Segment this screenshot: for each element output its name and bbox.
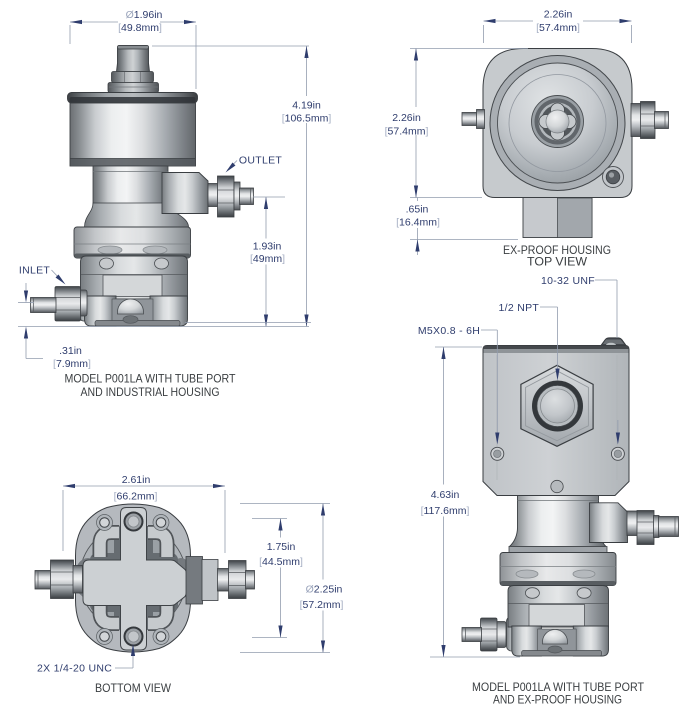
svg-text:4.19in: 4.19in bbox=[292, 100, 321, 112]
svg-text:[106.5mm]: [106.5mm] bbox=[282, 113, 332, 125]
svg-text:[49.8mm]: [49.8mm] bbox=[118, 22, 162, 34]
svg-text:10-32 UNF: 10-32 UNF bbox=[541, 275, 595, 287]
svg-text:[7.9mm]: [7.9mm] bbox=[53, 358, 91, 370]
svg-text:MODEL P001LA WITH TUBE PORT: MODEL P001LA WITH TUBE PORT bbox=[472, 680, 645, 694]
svg-text:2.26in: 2.26in bbox=[544, 9, 573, 21]
svg-text:Ø1.96in: Ø1.96in bbox=[126, 9, 163, 21]
svg-text:MODEL P001LA WITH TUBE PORT: MODEL P001LA WITH TUBE PORT bbox=[65, 372, 237, 386]
svg-text:AND INDUSTRIAL HOUSING: AND INDUSTRIAL HOUSING bbox=[81, 385, 220, 399]
svg-text:[57.4mm]: [57.4mm] bbox=[385, 126, 429, 138]
svg-text:2.61in: 2.61in bbox=[122, 474, 151, 486]
svg-text:[44.5mm]: [44.5mm] bbox=[259, 556, 303, 568]
svg-text:2.26in: 2.26in bbox=[392, 112, 421, 124]
svg-text:INLET: INLET bbox=[19, 265, 51, 277]
svg-text:OUTLET: OUTLET bbox=[239, 155, 283, 167]
svg-text:[49mm]: [49mm] bbox=[250, 253, 285, 265]
svg-text:BOTTOM VIEW: BOTTOM VIEW bbox=[95, 681, 172, 695]
svg-text:1.93in: 1.93in bbox=[253, 241, 282, 253]
svg-text:EX-PROOF HOUSING: EX-PROOF HOUSING bbox=[503, 243, 611, 257]
svg-text:1/2 NPT: 1/2 NPT bbox=[498, 302, 539, 314]
svg-text:AND EX-PROOF HOUSING: AND EX-PROOF HOUSING bbox=[493, 693, 622, 707]
svg-text:M5X0.8 - 6H: M5X0.8 - 6H bbox=[418, 325, 480, 337]
svg-text:[57.4mm]: [57.4mm] bbox=[536, 22, 580, 34]
svg-text:2X 1/4-20 UNC: 2X 1/4-20 UNC bbox=[37, 663, 112, 675]
svg-text:[16.4mm]: [16.4mm] bbox=[396, 217, 440, 229]
svg-text:TOP VIEW: TOP VIEW bbox=[527, 255, 588, 269]
svg-text:4.63in: 4.63in bbox=[431, 489, 460, 501]
svg-text:[57.2mm]: [57.2mm] bbox=[300, 599, 344, 611]
svg-text:Ø2.25in: Ø2.25in bbox=[306, 584, 343, 596]
svg-text:[117.6mm]: [117.6mm] bbox=[421, 505, 470, 517]
svg-text:[66.2mm]: [66.2mm] bbox=[114, 491, 158, 503]
svg-text:.65in: .65in bbox=[406, 204, 429, 216]
svg-text:.31in: .31in bbox=[59, 345, 82, 357]
svg-text:1.75in: 1.75in bbox=[267, 541, 296, 553]
